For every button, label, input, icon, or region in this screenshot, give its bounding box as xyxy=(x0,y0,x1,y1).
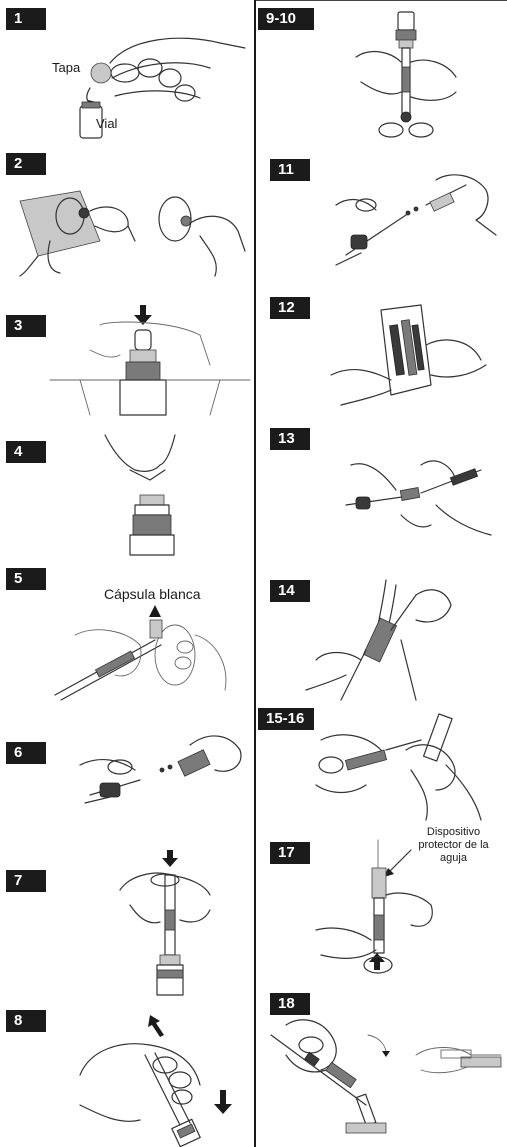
step-12: 12 xyxy=(256,285,507,420)
step-number-badge: 11 xyxy=(270,159,310,181)
step-number-badge: 12 xyxy=(270,297,310,319)
step-number-badge: 8 xyxy=(6,1010,46,1032)
step-13: 13 xyxy=(256,420,507,550)
illustration-push-plunger xyxy=(110,850,230,1000)
step-3: 3 xyxy=(0,285,254,425)
step-number-badge: 14 xyxy=(270,580,310,602)
illustration-remove-vial-cap xyxy=(50,18,250,143)
step-number-badge: 5 xyxy=(6,568,46,590)
step-number-badge: 4 xyxy=(6,441,46,463)
step-number-badge: 17 xyxy=(270,842,310,864)
callout-vial: Vial xyxy=(96,116,117,131)
callout-cap: Tapa xyxy=(52,60,80,75)
illustration-open-needle-pack xyxy=(331,305,501,417)
step-2: 2 xyxy=(0,145,254,285)
illustration-remove-syringe-from-vial xyxy=(346,12,466,142)
illustration-press-adapter-onto-vial xyxy=(50,305,250,425)
step-number-badge: 13 xyxy=(270,428,310,450)
step-15-16: 15-16 xyxy=(256,700,507,830)
illustration-invert-and-draw-dose xyxy=(70,1015,250,1145)
step-1: 1 Tapa Vial xyxy=(0,0,254,145)
step-number-badge: 15-16 xyxy=(258,708,314,730)
illustration-open-adapter-pack xyxy=(10,181,250,281)
step-5: 5 Cápsula blanca xyxy=(0,560,254,700)
illustration-attach-needle xyxy=(336,175,501,280)
step-8: 8 xyxy=(0,980,254,1147)
step-6: 6 xyxy=(0,700,254,810)
step-number-badge: 6 xyxy=(6,742,46,764)
step-17: 17 Dispositivo protector de la aguja xyxy=(256,830,507,985)
illustration-twist-needle-onto-syringe xyxy=(341,445,501,545)
illustration-remove-syringe-cap xyxy=(35,605,250,700)
step-number-badge: 18 xyxy=(270,993,310,1015)
illustration-remove-needle-shield xyxy=(306,580,501,700)
callout-white-cap: Cápsula blanca xyxy=(104,586,201,602)
illustration-attach-syringe-to-adapter xyxy=(80,725,250,810)
step-11: 11 xyxy=(256,145,507,285)
step-18: 18 xyxy=(256,985,507,1147)
step-number-badge: 3 xyxy=(6,315,46,337)
step-number-badge: 1 xyxy=(6,8,46,30)
step-number-badge: 9-10 xyxy=(258,8,314,30)
illustration-activate-needle-protector xyxy=(316,830,501,980)
step-number-badge: 2 xyxy=(6,153,46,175)
step-14: 14 xyxy=(256,550,507,700)
illustration-remove-needle-cap xyxy=(311,710,501,825)
illustration-discard-needle xyxy=(256,1015,507,1145)
illustration-remove-adapter-packaging xyxy=(95,435,215,560)
step-4: 4 xyxy=(0,425,254,560)
step-9-10: 9-10 xyxy=(256,0,507,145)
step-7: 7 xyxy=(0,810,254,980)
step-number-badge: 7 xyxy=(6,870,46,892)
